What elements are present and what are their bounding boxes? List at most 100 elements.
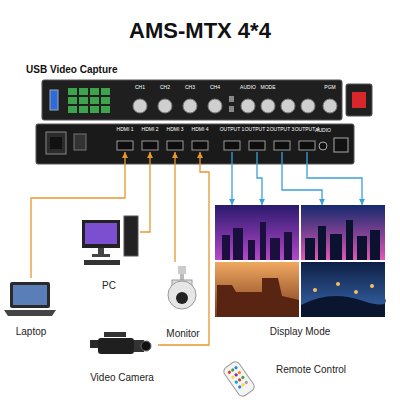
display-wall: Display Mode <box>215 205 385 338</box>
signal-cable <box>158 152 209 345</box>
node-label: PC <box>102 280 116 292</box>
back-panel <box>36 124 354 164</box>
remote-button <box>237 370 241 374</box>
monitor-camera: Monitor <box>160 262 206 340</box>
remote-body <box>222 360 256 398</box>
city-light <box>354 290 358 294</box>
knob <box>241 99 255 113</box>
knob <box>261 99 275 113</box>
hdmi-socket <box>167 141 183 150</box>
remote-button <box>244 380 248 384</box>
pc-tower <box>124 216 138 256</box>
building <box>222 235 230 260</box>
screen-quadrant <box>301 205 385 260</box>
indicator <box>229 96 234 102</box>
pc-monitor <box>82 220 120 248</box>
laptop-lid <box>10 282 50 308</box>
remote-button <box>234 365 238 369</box>
green-button <box>90 106 99 113</box>
hdmi-input-port: HDMI 2 <box>141 127 160 152</box>
knob-label: CH1 <box>135 85 145 91</box>
screen-quadrant <box>215 262 299 317</box>
hdmi-input-port: HDMI 1 <box>116 127 135 152</box>
hdmi-input-port: HDMI 3 <box>166 127 185 152</box>
knob <box>281 99 295 113</box>
knob <box>158 99 172 113</box>
hdmi-socket <box>117 141 133 150</box>
green-button <box>79 106 88 113</box>
remote-control: Remote Control <box>222 355 382 385</box>
green-button <box>101 97 110 104</box>
node-label: Remote Control <box>276 364 346 376</box>
remote-icon <box>222 360 256 398</box>
green-button <box>101 106 110 113</box>
knob-label: AUDIO <box>240 85 256 91</box>
power-inlet <box>46 132 66 154</box>
knob-label: CH2 <box>160 85 170 91</box>
node-label: Display Mode <box>270 326 331 338</box>
port-label: AUDIO <box>315 128 331 134</box>
green-button <box>68 88 77 95</box>
signal-cable <box>257 152 262 205</box>
building <box>370 230 380 260</box>
building <box>318 226 326 260</box>
hdmi-output-port: OUTPUT 2 <box>244 127 271 152</box>
camcorder-lens <box>141 341 151 351</box>
building <box>248 240 255 260</box>
knob-label: PGM <box>324 85 335 91</box>
port-label: OUTPUT 1 <box>220 127 245 133</box>
camera-mount <box>178 266 186 274</box>
knob <box>183 99 197 113</box>
green-button <box>90 88 99 95</box>
building <box>233 228 243 260</box>
remote-button <box>231 375 235 379</box>
port-label: HDMI 1 <box>117 127 134 133</box>
building <box>284 232 292 260</box>
indicator <box>229 106 234 112</box>
camcorder-viewfinder <box>90 340 98 348</box>
building <box>357 236 367 260</box>
knob-label: CH4 <box>210 85 220 91</box>
pc-screen <box>85 223 117 244</box>
pc-stand-base <box>92 254 110 257</box>
remote-button <box>241 383 245 387</box>
pc-device: PC <box>78 212 140 292</box>
city-light <box>336 282 340 286</box>
knob <box>133 99 147 113</box>
node-label: Video Camera <box>90 372 154 384</box>
port-label: OUTPUT 2 <box>245 127 270 133</box>
hdmi-socket <box>142 141 158 150</box>
node-label: Monitor <box>166 328 199 340</box>
power-inlet-socket <box>50 137 62 149</box>
knob-label: CH3 <box>185 85 195 91</box>
knob <box>208 99 222 113</box>
camcorder-handle <box>104 332 126 337</box>
remote-button <box>237 378 241 382</box>
night-hills <box>301 296 386 317</box>
signal-cable <box>31 152 125 278</box>
hdmi-socket <box>224 141 240 150</box>
signal-cable <box>231 152 232 205</box>
city-light <box>370 284 374 288</box>
usb-port <box>50 90 58 110</box>
hdmi-input-port: HDMI 4 <box>191 127 210 152</box>
pc-stand <box>98 248 104 254</box>
remote-button <box>234 380 238 384</box>
front-panel <box>42 80 342 120</box>
camera-lens <box>176 292 188 304</box>
building <box>346 220 353 260</box>
rocker-switch <box>74 134 86 150</box>
node-label: Laptop <box>16 326 47 338</box>
port-label: HDMI 2 <box>142 127 159 133</box>
desert-mesa <box>217 278 299 317</box>
building <box>305 238 315 260</box>
green-button <box>68 97 77 104</box>
hdmi-socket <box>249 141 265 150</box>
switch-housing <box>346 84 372 116</box>
hdmi-socket <box>274 141 290 150</box>
hdmi-socket <box>192 141 208 150</box>
remote-button <box>234 373 238 377</box>
